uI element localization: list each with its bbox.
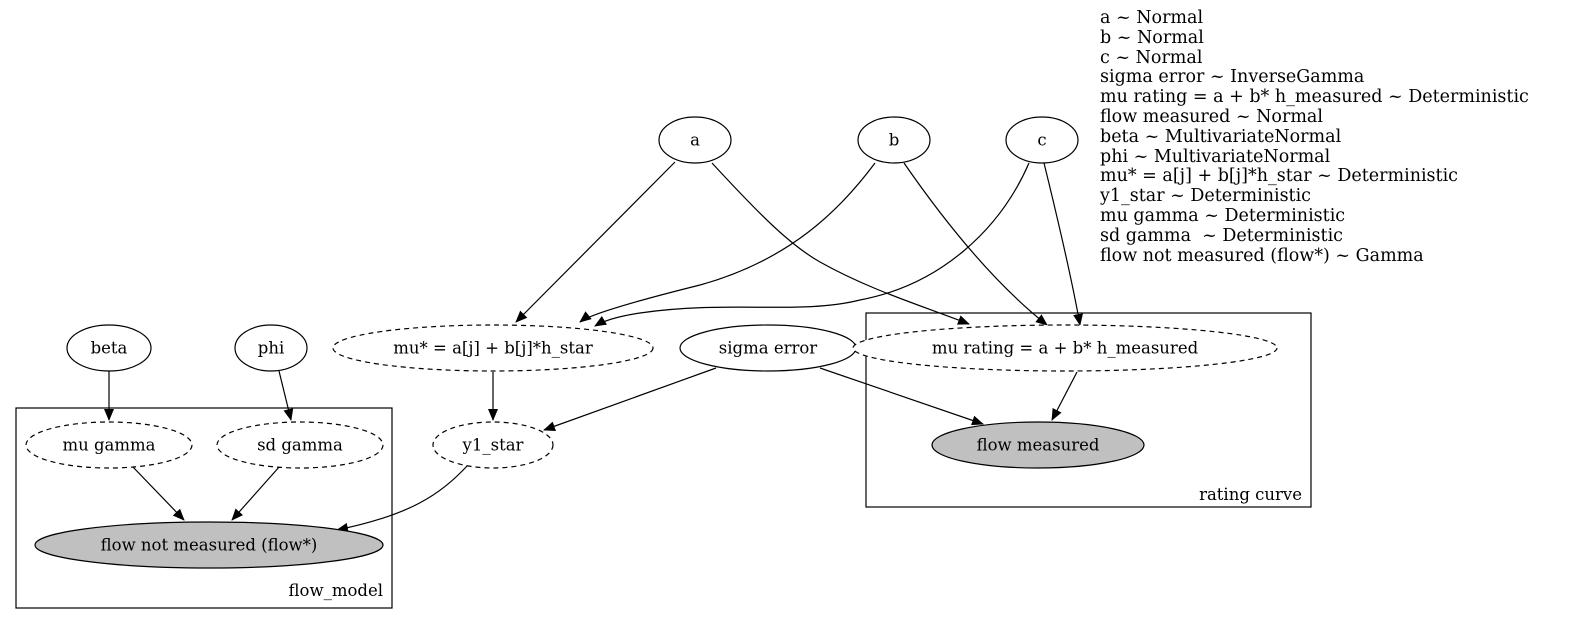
node-y1-star: y1_star: [432, 421, 554, 469]
node-sigma-error-label: sigma error: [719, 339, 818, 358]
node-mu-star-label: mu* = a[j] + b[j]*h_star: [393, 339, 593, 358]
cluster-label-flow-model: flow_model: [289, 581, 384, 600]
node-mu-rating: mu rating = a + b* h_measured: [852, 324, 1278, 372]
node-phi-label: phi: [258, 339, 284, 358]
node-beta-label: beta: [91, 339, 128, 358]
edge-c-to-mu-rating: [1043, 162, 1083, 326]
legend-item: b ~ Normal: [1100, 27, 1204, 48]
edge-sigma-to-y1-star: [543, 367, 717, 431]
distribution-legend: a ~ Normal b ~ Normal c ~ Normal sigma e…: [1100, 8, 1529, 266]
edge-a-to-mu-rating: [711, 162, 970, 325]
node-c-label: c: [1037, 131, 1046, 150]
legend-item: mu* = a[j] + b[j]*h_star ~ Deterministic: [1100, 166, 1458, 187]
node-flow-measured-label: flow measured: [977, 436, 1100, 455]
node-mu-gamma-label: mu gamma: [62, 436, 155, 455]
node-sigma-error: sigma error: [679, 324, 857, 372]
legend-item: sigma error ~ InverseGamma: [1100, 67, 1365, 88]
edge-a-to-mu-star: [515, 161, 676, 323]
legend-item: flow not measured (flow*) ~ Gamma: [1100, 245, 1424, 266]
node-a: a: [658, 116, 732, 164]
node-a-label: a: [690, 131, 700, 150]
node-flow-not-measured-label: flow not measured (flow*): [101, 536, 318, 555]
cluster-flow-model: flow_model: [15, 407, 393, 609]
cluster-rating-curve: rating curve: [865, 312, 1312, 508]
edge-mu-rating-to-flow-measured: [1051, 371, 1078, 421]
legend-item: mu gamma ~ Deterministic: [1100, 205, 1346, 226]
node-sd-gamma-label: sd gamma: [257, 436, 343, 455]
legend-item: mu rating = a + b* h_measured ~ Determin…: [1100, 87, 1529, 108]
node-mu-rating-label: mu rating = a + b* h_measured: [932, 339, 1199, 358]
node-flow-measured: flow measured: [931, 421, 1145, 469]
legend-item: phi ~ MultivariateNormal: [1100, 146, 1331, 167]
edge-b-to-mu-rating: [903, 162, 1048, 326]
edge-mu-gamma-to-flow-not-measured: [131, 465, 185, 521]
legend-item: c ~ Normal: [1100, 47, 1203, 68]
node-flow-not-measured: flow not measured (flow*): [34, 521, 384, 569]
edge-sigma-to-flow-measured: [819, 367, 984, 426]
node-y1-star-label: y1_star: [462, 436, 524, 455]
edge-sd-gamma-to-flow-not-measured: [231, 465, 281, 521]
edge-phi-to-sd-gamma: [278, 370, 294, 421]
legend-item: beta ~ MultivariateNormal: [1100, 126, 1342, 147]
edge-y1-star-to-flow-not-measured: [336, 464, 469, 533]
node-b: b: [857, 116, 931, 164]
node-beta: beta: [66, 324, 152, 372]
node-c: c: [1005, 116, 1079, 164]
node-mu-star: mu* = a[j] + b[j]*h_star: [332, 324, 654, 372]
edge-b-to-mu-star: [579, 162, 876, 323]
legend-item: flow measured ~ Normal: [1100, 106, 1323, 127]
node-phi: phi: [234, 324, 308, 372]
edge-c-to-mu-star: [594, 162, 1030, 327]
node-b-label: b: [889, 131, 900, 150]
node-mu-gamma: mu gamma: [25, 421, 193, 469]
node-sd-gamma: sd gamma: [216, 421, 384, 469]
legend-item: y1_star ~ Deterministic: [1100, 186, 1311, 207]
cluster-label-rating-curve: rating curve: [1199, 485, 1302, 504]
legend-item: a ~ Normal: [1100, 8, 1204, 28]
legend-item: sd gamma ~ Deterministic: [1100, 225, 1343, 246]
